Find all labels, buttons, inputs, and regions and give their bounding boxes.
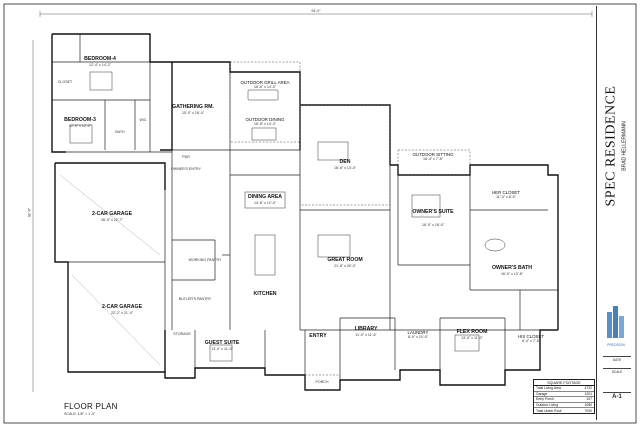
table-row: Total Under Roof 7090 [534, 408, 594, 413]
sqft-value: 7090 [584, 408, 592, 413]
room-label-great-room: GREAT ROOM [327, 257, 363, 263]
bedroom3-bed [69, 124, 93, 144]
plan-scale: SCALE: 1/8" = 1'-0" [64, 412, 96, 416]
room-label-guest-suite: GUEST SUITE [204, 340, 240, 346]
room-label-laundry: LAUNDRY [407, 330, 429, 335]
room-label-outdoor-grill: OUTDOOR GRILL AREA [240, 80, 290, 85]
room-label-bedroom4: BEDROOM-4 [84, 56, 116, 62]
side-dimension-label: 91'-0" [27, 207, 32, 218]
sheet-number: A-1 [603, 392, 631, 400]
room-size-gathering: 15'-0" x 18'-4" [181, 111, 205, 115]
room-label-den: DEN [339, 159, 351, 165]
sqft-value: 4732 [584, 386, 592, 391]
owners-bed [411, 194, 441, 218]
guest-bed [209, 344, 233, 362]
sqft-label: Outdoor Living [536, 403, 559, 408]
room-label-working-pantry: WORKING PANTRY [188, 258, 222, 262]
furniture [69, 71, 506, 362]
room-size-garage-b: 22'-2" x 21'-4" [110, 311, 134, 315]
room-label-garage-b: 2-CAR GARAGE [101, 304, 143, 310]
sqft-value: 1201 [584, 391, 592, 396]
room-label-bedroom3: BEDROOM-3 [64, 117, 96, 123]
room-label-outdoor-dining: OUTDOOR DINING [245, 117, 285, 122]
room-size-outdoor-grill: 16'-6" x 14'-3" [253, 85, 277, 89]
room-size-great-room: 21'-8" x 20'-0" [333, 264, 357, 268]
sqft-label: Entry Porch [536, 397, 554, 402]
garage-hatch [59, 174, 161, 366]
table-row: Total Living Area 4732 [534, 386, 594, 392]
room-label-her-closet: HER CLOSET [491, 190, 521, 195]
room-label-garage-a: 2-CAR GARAGE [91, 211, 133, 217]
room-label-dining: DINING AREA [247, 194, 283, 200]
room-label-closet: CLOSET [57, 80, 73, 84]
room-label-butlers-pantry: BUTLER'S PANTRY [178, 297, 212, 301]
dining-table [244, 191, 286, 209]
overall-dimension-label: 94'-0" [311, 9, 321, 13]
room-label-storage: STORAGE [173, 332, 191, 336]
room-label-flex: FLEX ROOM [456, 329, 488, 335]
square-footage-title: SQUARE FOOTAGE [534, 380, 594, 386]
room-label-bath: BATH [115, 130, 125, 134]
room-label-pdr: PDR [182, 155, 190, 159]
bathtub [484, 238, 506, 252]
outdoor-sofa [247, 89, 279, 101]
sqft-label: Total Under Roof [536, 408, 562, 413]
room-label-kitchen: KITCHEN [253, 291, 277, 297]
room-size-her-closet: 11'-0" x 8'-5" [496, 195, 516, 199]
kitchen-island [254, 234, 276, 276]
title-block [596, 6, 635, 420]
logo-mark [607, 306, 624, 338]
room-size-bedroom4: 12'-4" x 14'-2" [88, 63, 112, 67]
room-label-porch: PORCH [315, 380, 329, 384]
logo-text: PRECISION [607, 343, 625, 347]
room-label-outdoor-sitting: OUTDOOR SITTING [412, 152, 454, 157]
square-footage-table: SQUARE FOOTAGE Total Living Area 4732 Gar… [533, 379, 595, 414]
great-room-sofa [317, 234, 351, 258]
designer-name: BRAD HELLERMANN [621, 121, 627, 171]
title-block-project: SPEC RESIDENCE BRAD HELLERMANN [600, 6, 630, 286]
room-label-owners-entry: OWNER'S ENTRY [171, 167, 201, 171]
room-label-gathering: GATHERING RM. [172, 104, 214, 110]
date-field: DATE [603, 356, 631, 362]
room-size-bedroom3: 12'-9" x 12'-0" [68, 124, 92, 128]
outdoor-dining-table [251, 127, 277, 141]
room-label-wic: WIC [139, 118, 147, 122]
sqft-value: 1080 [584, 403, 592, 408]
plan-title: FLOOR PLAN [64, 402, 118, 411]
den-sofa [317, 141, 349, 161]
room-label-entry: ENTRY [309, 333, 327, 339]
room-label-library: LIBRARY [354, 326, 378, 332]
scale-field: SCALE [603, 368, 631, 374]
room-size-garage-a: 26'-0" x 22'-7" [100, 218, 124, 222]
room-label-owners-bath: OWNER'S BATH [491, 265, 533, 271]
table-row: Outdoor Living 1080 [534, 403, 594, 409]
project-title: SPEC RESIDENCE [603, 85, 618, 207]
room-size-library: 11'-0" x 11'-6" [355, 333, 377, 337]
sqft-label: Garage [536, 391, 548, 396]
room-size-laundry: 8'-0" x 10'-0" [407, 335, 429, 339]
room-size-guest-suite: 13'-0" x 11'-0" [211, 347, 233, 351]
bedroom4-bed [89, 71, 113, 91]
table-row: Garage 1201 [534, 392, 594, 398]
sheet-border [3, 3, 637, 424]
room-size-flex: 13'-0" x 11'-0" [461, 336, 483, 340]
room-size-outdoor-dining: 16'-8" x 14'-3" [253, 122, 277, 126]
room-size-owners-suite: 16'-0" x 18'-0" [421, 223, 445, 227]
room-size-den: 16'-6" x 14'-0" [333, 166, 357, 170]
table-row: Entry Porch 107 [534, 397, 594, 403]
covered-porch-outlines [229, 61, 471, 391]
room-label-his-closet: HIS CLOSET [517, 334, 545, 339]
sqft-value: 107 [586, 397, 592, 402]
room-label-owners-suite: OWNER'S SUITE [412, 209, 454, 215]
flex-desk [454, 334, 480, 352]
sqft-label: Total Living Area [536, 386, 561, 391]
room-size-his-closet: 8'-4" x 7'-5" [521, 339, 541, 343]
room-size-owners-bath: 16'-0" x 13'-8" [500, 272, 524, 276]
room-size-outdoor-sitting: 16'-4" x 7'-5" [422, 157, 444, 161]
room-size-dining: 14'-8" x 12'-0" [253, 201, 277, 205]
